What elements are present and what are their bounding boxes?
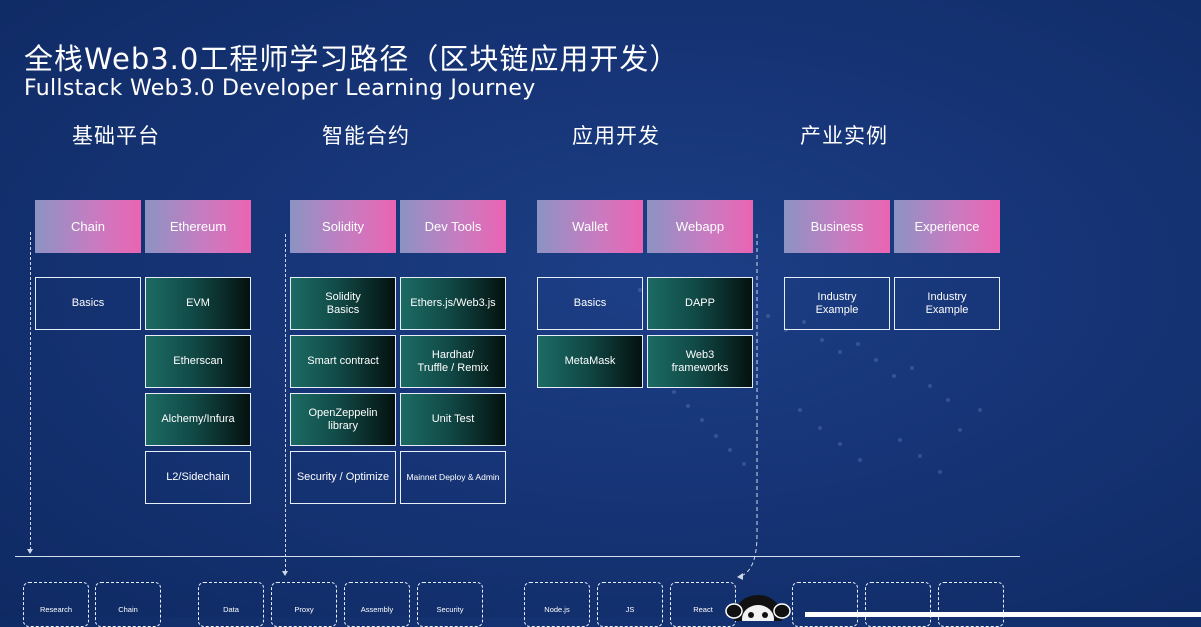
bottom-box-empty-2 <box>865 582 931 627</box>
cell-alchemy-infura: Alchemy/Infura <box>145 393 251 446</box>
cell-smart-contract: Smart contract <box>290 335 396 388</box>
bottom-box-chain: Chain <box>95 582 161 627</box>
bottom-box-research: Research <box>23 582 89 627</box>
bottom-box-nodejs: Node.js <box>524 582 590 627</box>
connector-platform <box>30 232 31 550</box>
arrow-down-icon <box>27 549 33 554</box>
page-title: 全栈Web3.0工程师学习路径（区块链应用开发） <box>24 42 680 76</box>
cell-hardhat-truffle-remix: Hardhat/ Truffle / Remix <box>400 335 506 388</box>
column-heading-apps: 应用开发 <box>572 124 660 148</box>
bottom-box-data: Data <box>198 582 264 627</box>
connector-contracts <box>285 234 286 572</box>
tag-ethereum: Ethereum <box>145 200 251 253</box>
cell-mainnet-deploy: Mainnet Deploy & Admin <box>400 451 506 504</box>
bottom-box-empty-3 <box>938 582 1004 627</box>
column-heading-industry: 产业实例 <box>800 124 888 148</box>
bottom-white-strip <box>805 612 1201 617</box>
page-subtitle: Fullstack Web3.0 Developer Learning Jour… <box>24 76 536 101</box>
cell-dapp: DAPP <box>647 277 753 330</box>
arrow-down-icon <box>282 571 288 576</box>
tag-experience: Experience <box>894 200 1000 253</box>
cell-l2-sidechain: L2/Sidechain <box>145 451 251 504</box>
tag-wallet: Wallet <box>537 200 643 253</box>
cell-web3-frameworks: Web3 frameworks <box>647 335 753 388</box>
cell-business-industry-example: Industry Example <box>784 277 890 330</box>
column-heading-contracts: 智能合约 <box>322 124 410 148</box>
cell-chain-basics: Basics <box>35 277 141 330</box>
cell-wallet-basics: Basics <box>537 277 643 330</box>
cell-metamask: MetaMask <box>537 335 643 388</box>
column-heading-platform: 基础平台 <box>72 124 160 148</box>
bottom-box-js: JS <box>597 582 663 627</box>
bottom-box-proxy: Proxy <box>271 582 337 627</box>
cell-ethers-web3js: Ethers.js/Web3.js <box>400 277 506 330</box>
bottom-box-empty-1 <box>792 582 858 627</box>
bottom-box-security: Security <box>417 582 483 627</box>
cell-etherscan: Etherscan <box>145 335 251 388</box>
tag-webapp: Webapp <box>647 200 753 253</box>
tag-solidity: Solidity <box>290 200 396 253</box>
bottom-box-assembly: Assembly <box>344 582 410 627</box>
cell-solidity-basics: Solidity Basics <box>290 277 396 330</box>
tag-chain: Chain <box>35 200 141 253</box>
tag-business: Business <box>784 200 890 253</box>
connector-apps <box>737 234 758 580</box>
divider-line <box>15 556 1020 557</box>
cell-security-optimize: Security / Optimize <box>290 451 396 504</box>
cell-evm: EVM <box>145 277 251 330</box>
cell-experience-industry-example: Industry Example <box>894 277 1000 330</box>
cell-openzeppelin: OpenZeppelin library <box>290 393 396 446</box>
cell-unit-test: Unit Test <box>400 393 506 446</box>
tag-dev-tools: Dev Tools <box>400 200 506 253</box>
